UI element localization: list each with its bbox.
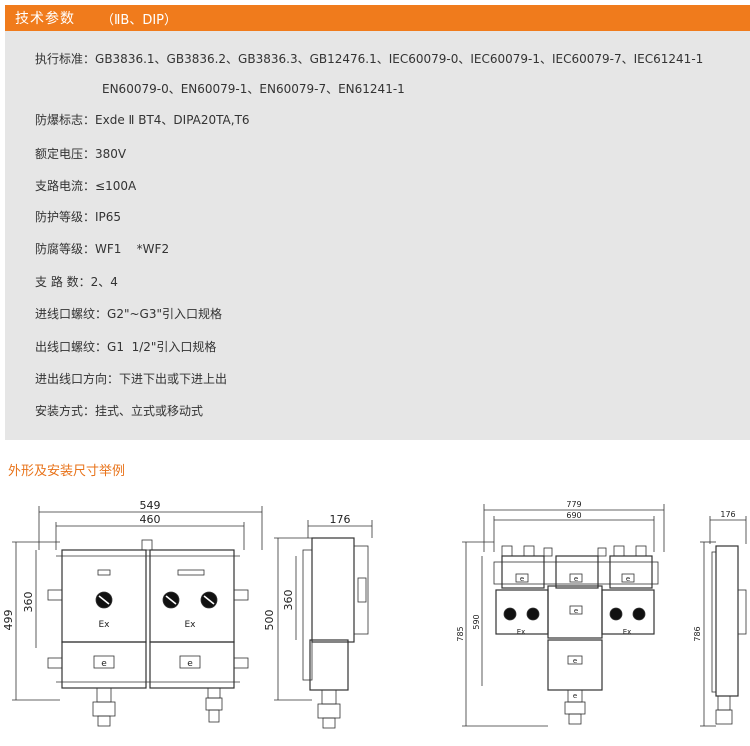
spec-label: 进线口螺纹： [35, 307, 108, 321]
spec-value: GB3836.1、GB3836.2、GB3836.3、GB12476.1、IEC… [95, 52, 704, 66]
e-label: e [101, 659, 107, 669]
spec-value: IP65 [95, 210, 122, 224]
dim-text: 690 [566, 511, 581, 520]
spec-label: 防护等级： [35, 210, 96, 224]
spec-row-ex-mark: 防爆标志：Exde Ⅱ BT4、DIPA20TA,T6 [35, 113, 250, 127]
spec-title: 技术参数 [15, 11, 75, 27]
e-label: e [520, 575, 524, 583]
drawing-front-2-branch [12, 506, 263, 727]
spec-label: 进出线口方向： [35, 372, 120, 386]
spec-value: Exde Ⅱ BT4、DIPA20TA,T6 [95, 113, 250, 127]
spec-label: 支路电流： [35, 179, 96, 193]
drawing-side-2-branch [274, 520, 373, 729]
spec-value: 下进下出或下进上出 [119, 372, 228, 386]
spec-row-cable-direction: 进出线口方向：下进下出或下进上出 [35, 372, 227, 386]
section-dimensions-title: 外形及安装尺寸举例 [8, 464, 126, 479]
dim-text: 176 [330, 513, 351, 526]
ex-label: Ex [184, 620, 196, 630]
dim-text: 549 [140, 499, 161, 512]
spec-panel: 执行标准：GB3836.1、GB3836.2、GB3836.3、GB12476.… [5, 31, 750, 440]
spec-row-corrosion: 防腐等级：WF1 *WF2 [35, 242, 169, 256]
dim-text: 360 [22, 592, 35, 613]
dim-text: 786 [693, 626, 702, 641]
spec-row-inlet-thread: 进线口螺纹：G2"~G3"引入口规格 [35, 307, 222, 321]
spec-row-outlet-thread: 出线口螺纹：G1 1/2"引入口规格 [35, 340, 216, 354]
dim-text: 499 [2, 610, 15, 631]
spec-label: 防腐等级： [35, 242, 96, 256]
spec-label: 额定电压： [35, 147, 96, 161]
ex-label: Ex [517, 628, 526, 636]
spec-value: 挂式、立式或移动式 [95, 404, 204, 418]
dim-text: 176 [720, 510, 735, 519]
e-label: e [626, 575, 630, 583]
spec-label: 出线口螺纹： [35, 340, 108, 354]
spec-row-voltage: 额定电压：380V [35, 147, 126, 161]
spec-value: G1 1/2"引入口规格 [107, 340, 217, 354]
e-label: e [573, 657, 577, 665]
dim-text: 500 [263, 610, 276, 631]
spec-value: EN60079-0、EN60079-1、EN60079-7、EN61241-1 [102, 82, 405, 96]
spec-row-current: 支路电流：≤100A [35, 179, 136, 193]
ex-label: Ex [98, 620, 110, 630]
spec-row-branches: 支 路 数：2、4 [35, 275, 118, 289]
ex-label: Ex [623, 628, 632, 636]
spec-label: 防爆标志： [35, 113, 96, 127]
drawing-front-4-branch [462, 504, 665, 727]
spec-row-standard-cont: EN60079-0、EN60079-1、EN60079-7、EN61241-1 [102, 82, 405, 96]
spec-label: 执行标准： [35, 52, 96, 66]
e-label: e [187, 659, 193, 669]
dim-text: 460 [140, 513, 161, 526]
spec-row-protection: 防护等级：IP65 [35, 210, 121, 224]
spec-value: 380V [95, 147, 127, 161]
spec-header-bar: 技术参数 （ⅡB、DIP） [5, 5, 750, 31]
spec-label: 支 路 数： [35, 275, 91, 289]
dim-text: 360 [282, 590, 295, 611]
dim-text: 590 [472, 614, 481, 629]
e-label: e [573, 692, 577, 700]
dim-text: 785 [456, 626, 465, 641]
spec-label: 安装方式： [35, 404, 96, 418]
spec-row-install: 安装方式：挂式、立式或移动式 [35, 404, 203, 418]
drawing-side-4-branch [700, 516, 747, 727]
e-label: e [574, 607, 578, 615]
e-label: e [574, 575, 578, 583]
spec-value: G2"~G3"引入口规格 [107, 307, 222, 321]
spec-value: ≤100A [95, 179, 137, 193]
dim-text: 779 [566, 500, 581, 509]
spec-value: 2、4 [90, 275, 118, 289]
spec-row-standard: 执行标准：GB3836.1、GB3836.2、GB3836.3、GB12476.… [35, 52, 703, 66]
spec-value: WF1 *WF2 [95, 242, 170, 256]
drawings-svg: 549 460 499 360 Ex Ex e e 176 500 360 77… [2, 499, 747, 729]
dimension-drawings: 549 460 499 360 Ex Ex e e 176 500 360 77… [0, 490, 750, 746]
spec-subtitle: （ⅡB、DIP） [101, 12, 178, 28]
